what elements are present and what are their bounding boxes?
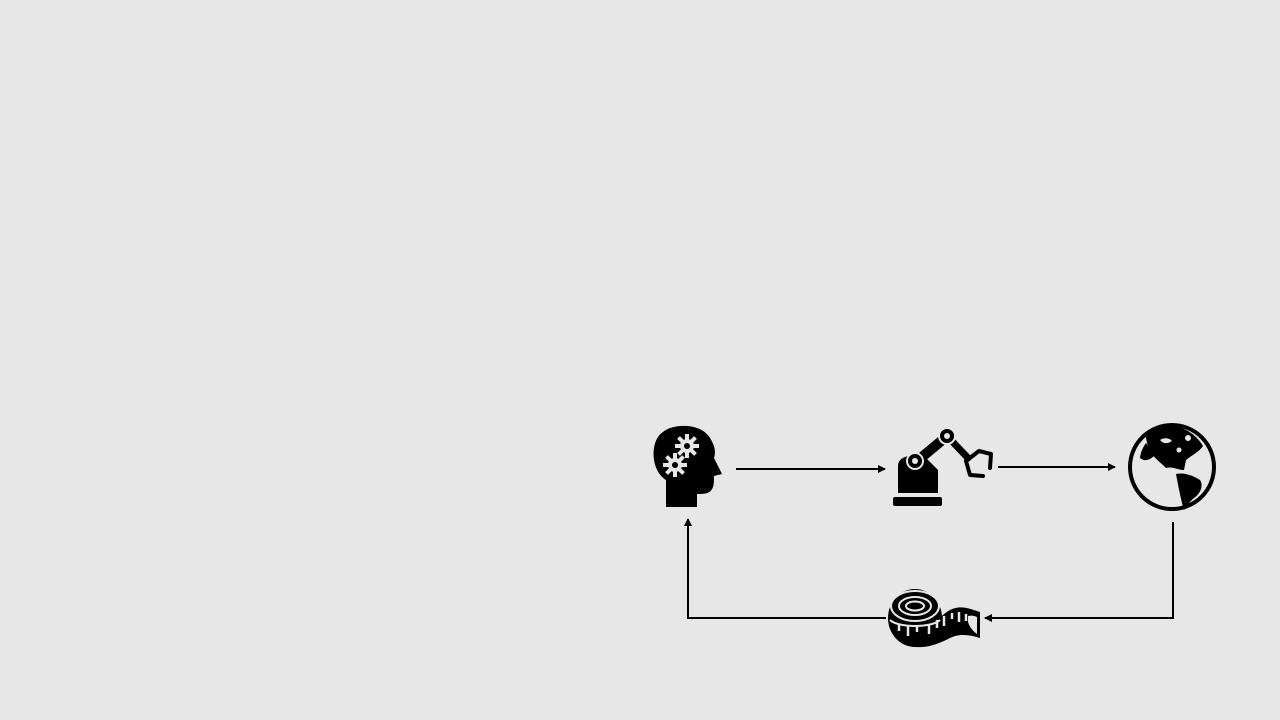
connectors [684,463,1174,622]
measuring-tape-icon [888,589,980,648]
globe-icon [1128,423,1216,511]
head-with-gears-icon [653,425,722,507]
robotic-arm-icon [893,427,993,506]
arrow-measure-to-mind [684,518,886,619]
arrow-world-to-measure [984,522,1174,622]
